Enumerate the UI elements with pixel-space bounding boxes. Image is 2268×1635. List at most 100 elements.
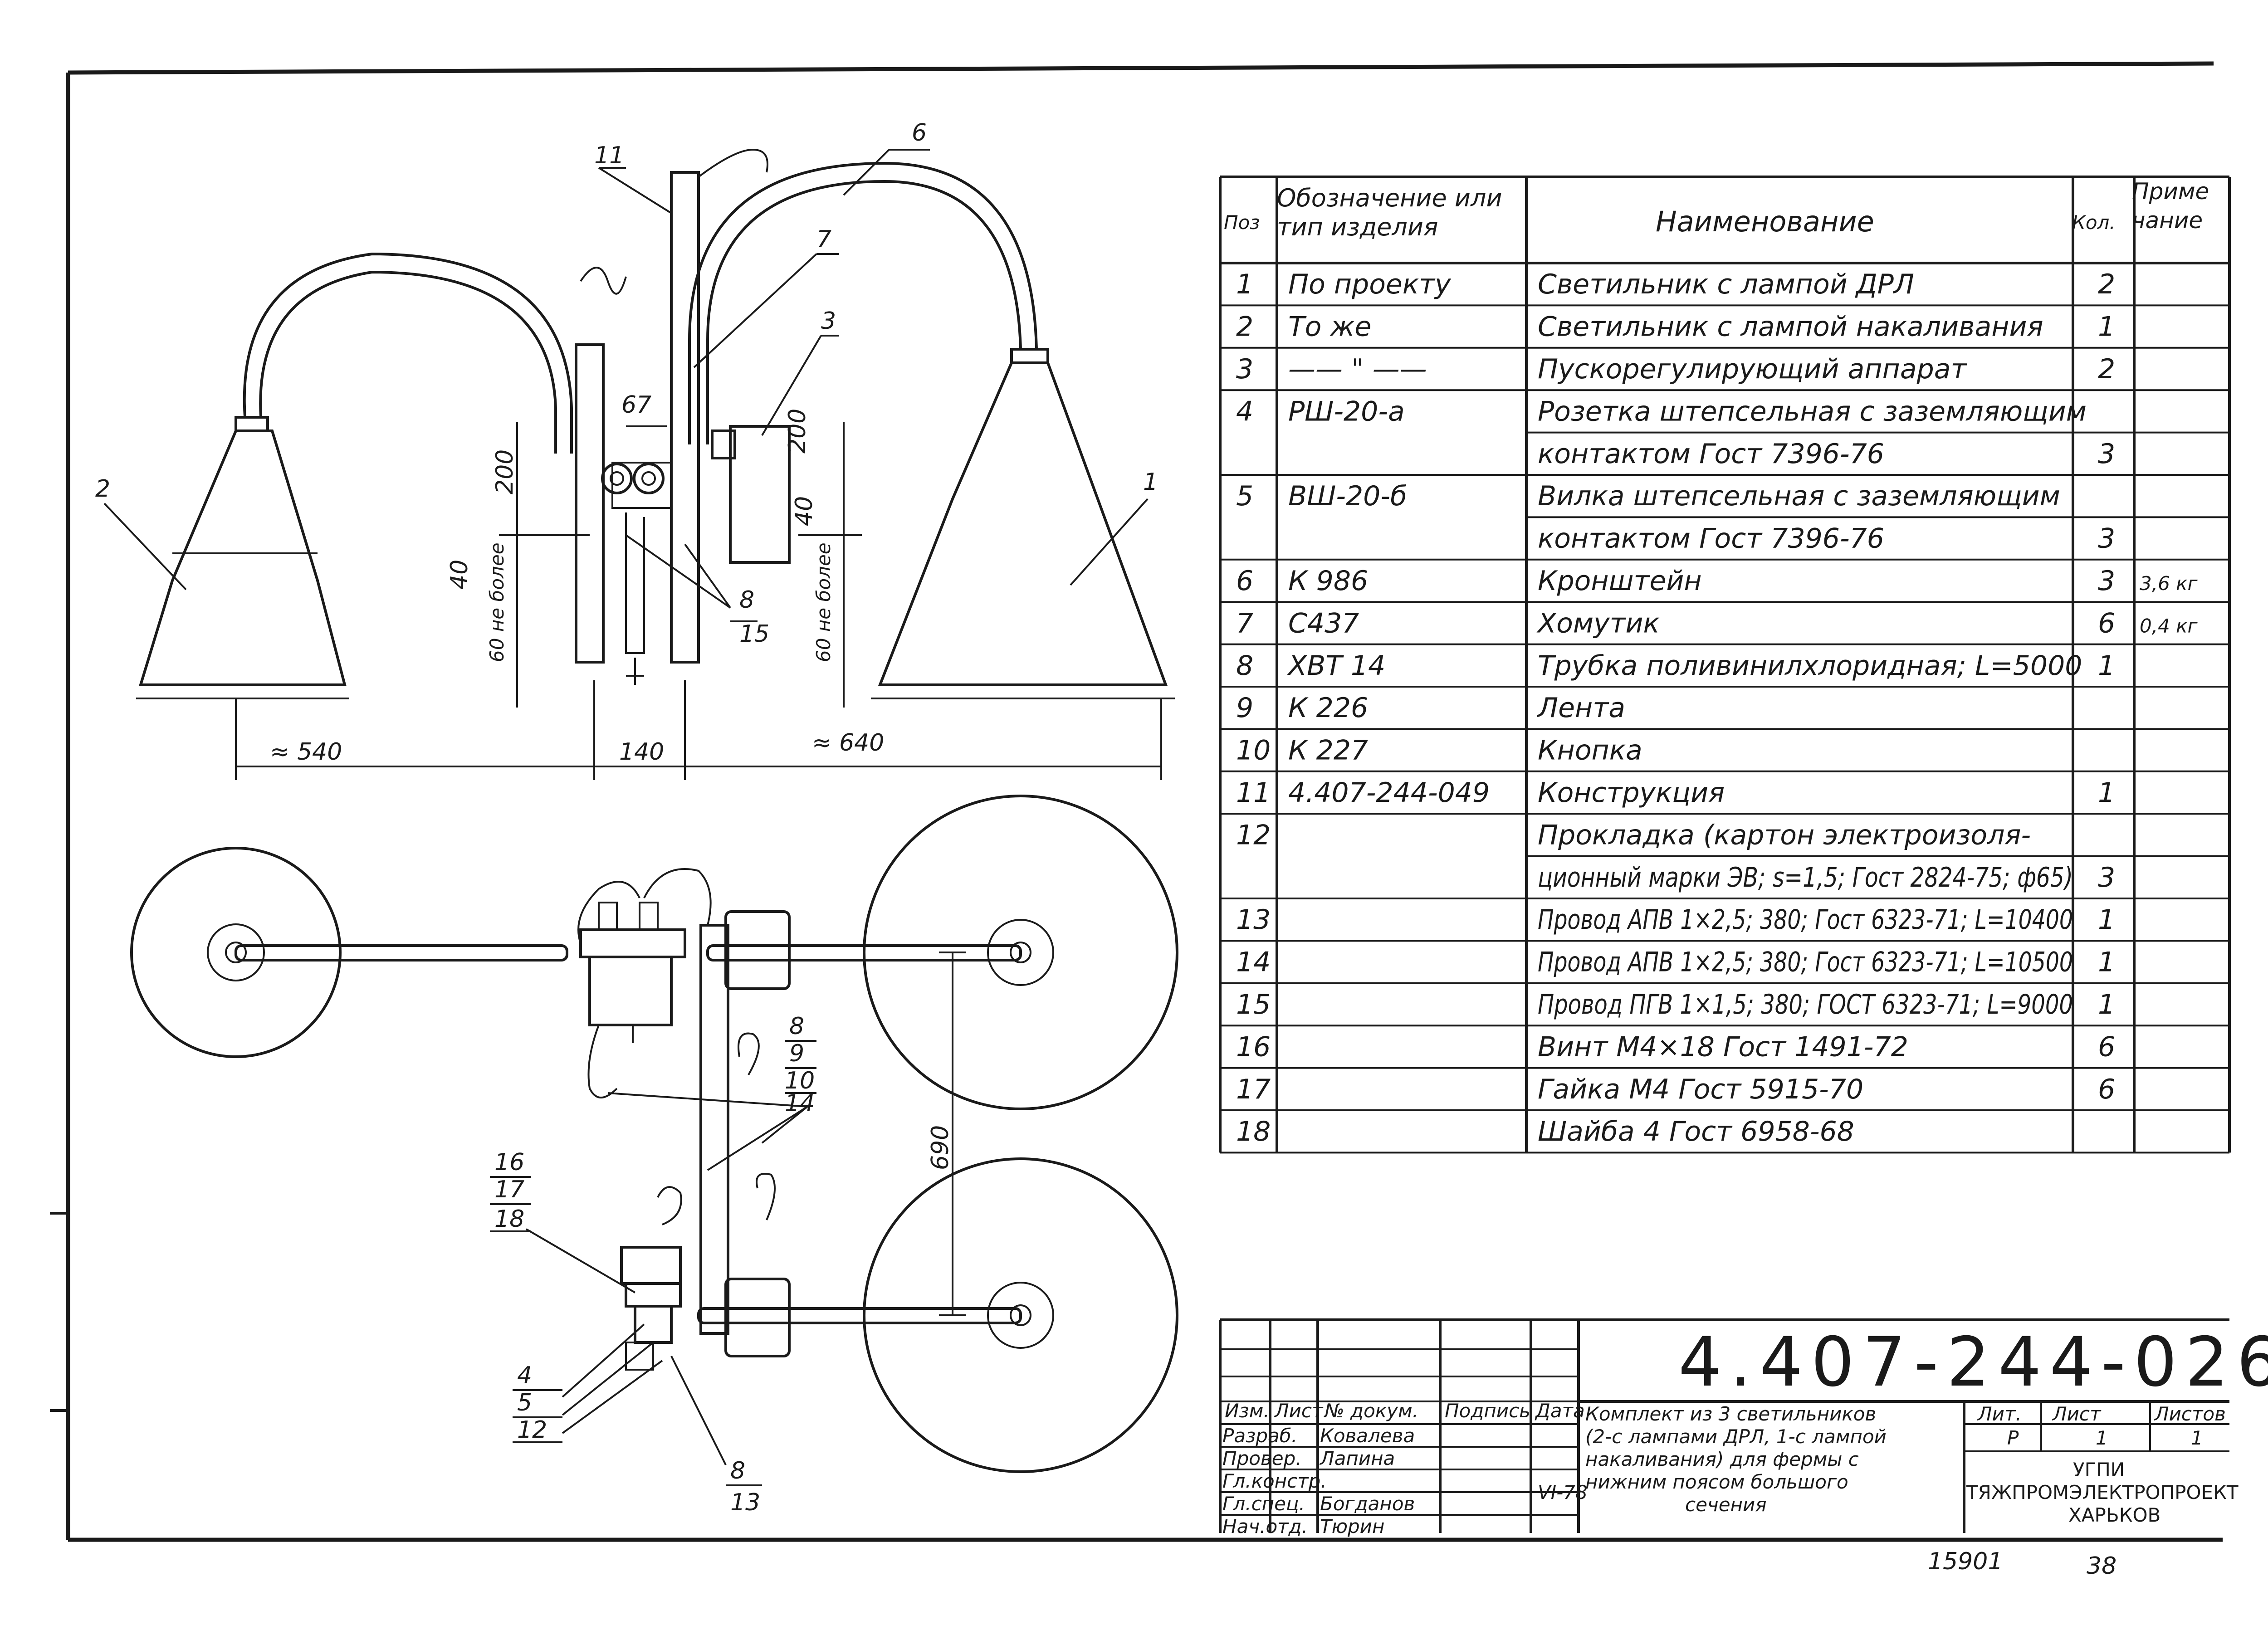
spec-cell-designation: —— " —— <box>1288 353 1427 385</box>
plan-view: 690 8 9 10 14 16 17 18 4 5 12 8 13 <box>130 795 1178 1516</box>
tb-org-2: ТЯЖПРОМЭЛЕКТРОПРОЕКТ <box>1966 1481 2239 1503</box>
tb-sheet-value: 1 <box>2096 1427 2108 1449</box>
tb-role-name-1: Лапина <box>1319 1447 1395 1469</box>
spec-cell-designation: ВШ-20-б <box>1288 480 1407 512</box>
spec-cell-name: Провод ПГВ 1×1,5; 380; ГОСТ 6323-71; L=9… <box>1538 989 2073 1020</box>
elevation-view: ≈ 540 140 ≈ 640 200 200 40 40 67 60 не б… <box>95 119 1175 780</box>
spec-cell-pos: 8 <box>1236 650 1253 682</box>
plan-luminaire-left <box>130 847 342 1058</box>
callout-2: 2 <box>95 475 110 503</box>
spec-cell-name: Провод АПВ 1×2,5; 380; Гост 6323-71; L=1… <box>1538 904 2073 936</box>
spec-cell-pos: 6 <box>1236 565 1253 597</box>
tb-lit-label: Лит. <box>1977 1403 2022 1425</box>
spec-cell-pos: 11 <box>1236 777 1271 809</box>
spec-cell-pos: 10 <box>1236 735 1271 766</box>
dim-left-span: ≈ 540 <box>270 738 342 766</box>
spec-cell-pos: 7 <box>1236 607 1253 639</box>
spec-cell-name: Светильник с лампой накаливания <box>1538 311 2043 343</box>
spec-grid <box>1219 176 2231 1154</box>
dim-h200-left: 200 <box>491 449 518 494</box>
spec-cell-qty: 2 <box>2098 268 2115 300</box>
spec-cell-name: Светильник с лампой ДРЛ <box>1538 268 1914 300</box>
spec-header-name: Наименование <box>1656 205 1874 238</box>
spec-cell-pos: 16 <box>1236 1031 1271 1063</box>
callout-15: 15 <box>739 620 769 648</box>
spec-cell-designation: К 227 <box>1288 735 1368 766</box>
plan-callout-4: 4 <box>517 1362 532 1389</box>
sheet-mark-right: 38 <box>2087 1552 2116 1580</box>
spec-cell-qty: 1 <box>2098 650 2115 682</box>
tb-role-1: Провер. <box>1222 1447 1302 1469</box>
spec-cell-pos: 1 <box>1236 268 1253 300</box>
spec-cell-designation: То же <box>1288 311 1371 343</box>
callout-7: 7 <box>816 226 831 253</box>
spec-cell-qty: 3 <box>2098 523 2115 555</box>
spec-cell-name: контактом Гост 7396-76 <box>1538 523 1884 555</box>
spec-cell-designation: По проекту <box>1288 268 1452 300</box>
spec-cell-qty: 3 <box>2098 438 2115 470</box>
plan-callout-18: 18 <box>494 1206 524 1233</box>
tb-role-0: Разраб. <box>1222 1425 1297 1447</box>
spec-header: Поз Обозначение или тип изделия Наименов… <box>1224 178 2209 241</box>
title-block-grid <box>1219 1318 2229 1533</box>
tb-col-sign: Подпись <box>1445 1400 1530 1422</box>
spec-rows: 1 По проекту Светильник с лампой ДРЛ 2 2 То ж… <box>1236 268 2198 1147</box>
tb-org-1: УГПИ <box>2073 1459 2125 1481</box>
tb-title-line-0: Комплект из 3 светильников <box>1585 1403 1876 1425</box>
spec-cell-designation: К 986 <box>1288 565 1368 597</box>
tb-title-line-1: (2-с лампами ДРЛ, 1-с лампой <box>1585 1425 1887 1448</box>
dim-h60-left: 60 не более <box>486 542 508 662</box>
spec-header-designation-wrap: Обозначение или тип изделия <box>1277 184 1502 241</box>
spec-cell-note: 3,6 кг <box>2140 572 2198 595</box>
spec-header-note: Приме чание <box>2132 178 2209 234</box>
tb-role-name-3: Богданов <box>1320 1493 1415 1515</box>
tb-title-line-2: накаливания) для фермы с <box>1585 1448 1859 1470</box>
callout-8: 8 <box>739 586 754 614</box>
spec-cell-pos: 3 <box>1236 353 1253 385</box>
tb-role-2: Гл.констр. <box>1222 1470 1327 1492</box>
spec-cell-pos: 9 <box>1236 692 1253 724</box>
spec-cell-pos: 2 <box>1236 311 1253 343</box>
spec-cell-name: Кронштейн <box>1538 565 1702 597</box>
spec-cell-name: Хомутик <box>1536 607 1660 639</box>
callout-3: 3 <box>821 307 836 335</box>
dim-h40-right: 40 <box>791 496 818 526</box>
tb-sheet-label: Лист <box>2052 1403 2102 1425</box>
tb-title-line-4: сечения <box>1685 1493 1767 1516</box>
spec-cell-pos: 4 <box>1236 395 1253 427</box>
spec-cell-name: Гайка М4 Гост 5915-70 <box>1538 1074 1863 1105</box>
luminaire-right <box>688 161 1175 699</box>
callout-6: 6 <box>912 119 927 146</box>
spec-cell-qty: 6 <box>2098 1074 2115 1105</box>
plan-callout-10: 10 <box>785 1067 815 1094</box>
spec-cell-pos: 15 <box>1236 989 1271 1020</box>
tb-col-date: Дата <box>1535 1400 1585 1422</box>
spec-cell-qty: 3 <box>2098 862 2115 893</box>
tb-col-izm: Изм. <box>1225 1400 1270 1422</box>
luminaire-left <box>136 252 573 699</box>
spec-cell-name: Провод АПВ 1×2,5; 380; Гост 6323-71; L=1… <box>1538 947 2073 978</box>
spec-cell-designation: РШ-20-а <box>1288 395 1405 427</box>
spec-cell-qty: 1 <box>2098 777 2115 809</box>
spec-cell-pos: 18 <box>1236 1116 1271 1147</box>
spec-cell-name: Трубка поливинилхлоридная; L=5000 <box>1538 650 2082 682</box>
spec-cell-qty: 6 <box>2098 607 2115 639</box>
spec-cell-qty: 2 <box>2098 353 2115 385</box>
spec-cell-name: Вилка штепсельная с заземляющим <box>1538 480 2060 512</box>
spec-cell-qty: 1 <box>2098 947 2115 978</box>
spec-cell-pos: 17 <box>1236 1074 1271 1105</box>
specification-table: Поз Обозначение или тип изделия Наименов… <box>1219 176 2231 1154</box>
tb-sheets-value: 1 <box>2191 1427 2203 1449</box>
spec-cell-name: контактом Гост 7396-76 <box>1538 438 1884 470</box>
spec-cell-name: Пускорегулирующий аппарат <box>1538 353 1967 385</box>
title-block-roles: Разраб.КовалеваПровер.ЛапинаГл.констр.Гл… <box>1222 1425 1415 1537</box>
dim-center-span: 140 <box>619 738 664 766</box>
plan-callout-16: 16 <box>494 1149 524 1176</box>
callout-1: 1 <box>1143 469 1158 496</box>
spec-header-qty: Кол. <box>2072 211 2116 234</box>
spec-cell-name: Розетка штепсельная с заземляющим <box>1538 395 2087 427</box>
plan-callout-13: 13 <box>730 1489 760 1516</box>
tb-role-name-4: Тюрин <box>1320 1515 1384 1537</box>
tb-role-4: Нач.отд. <box>1222 1515 1308 1537</box>
sheet-mark-left: 15901 <box>1928 1548 2003 1575</box>
